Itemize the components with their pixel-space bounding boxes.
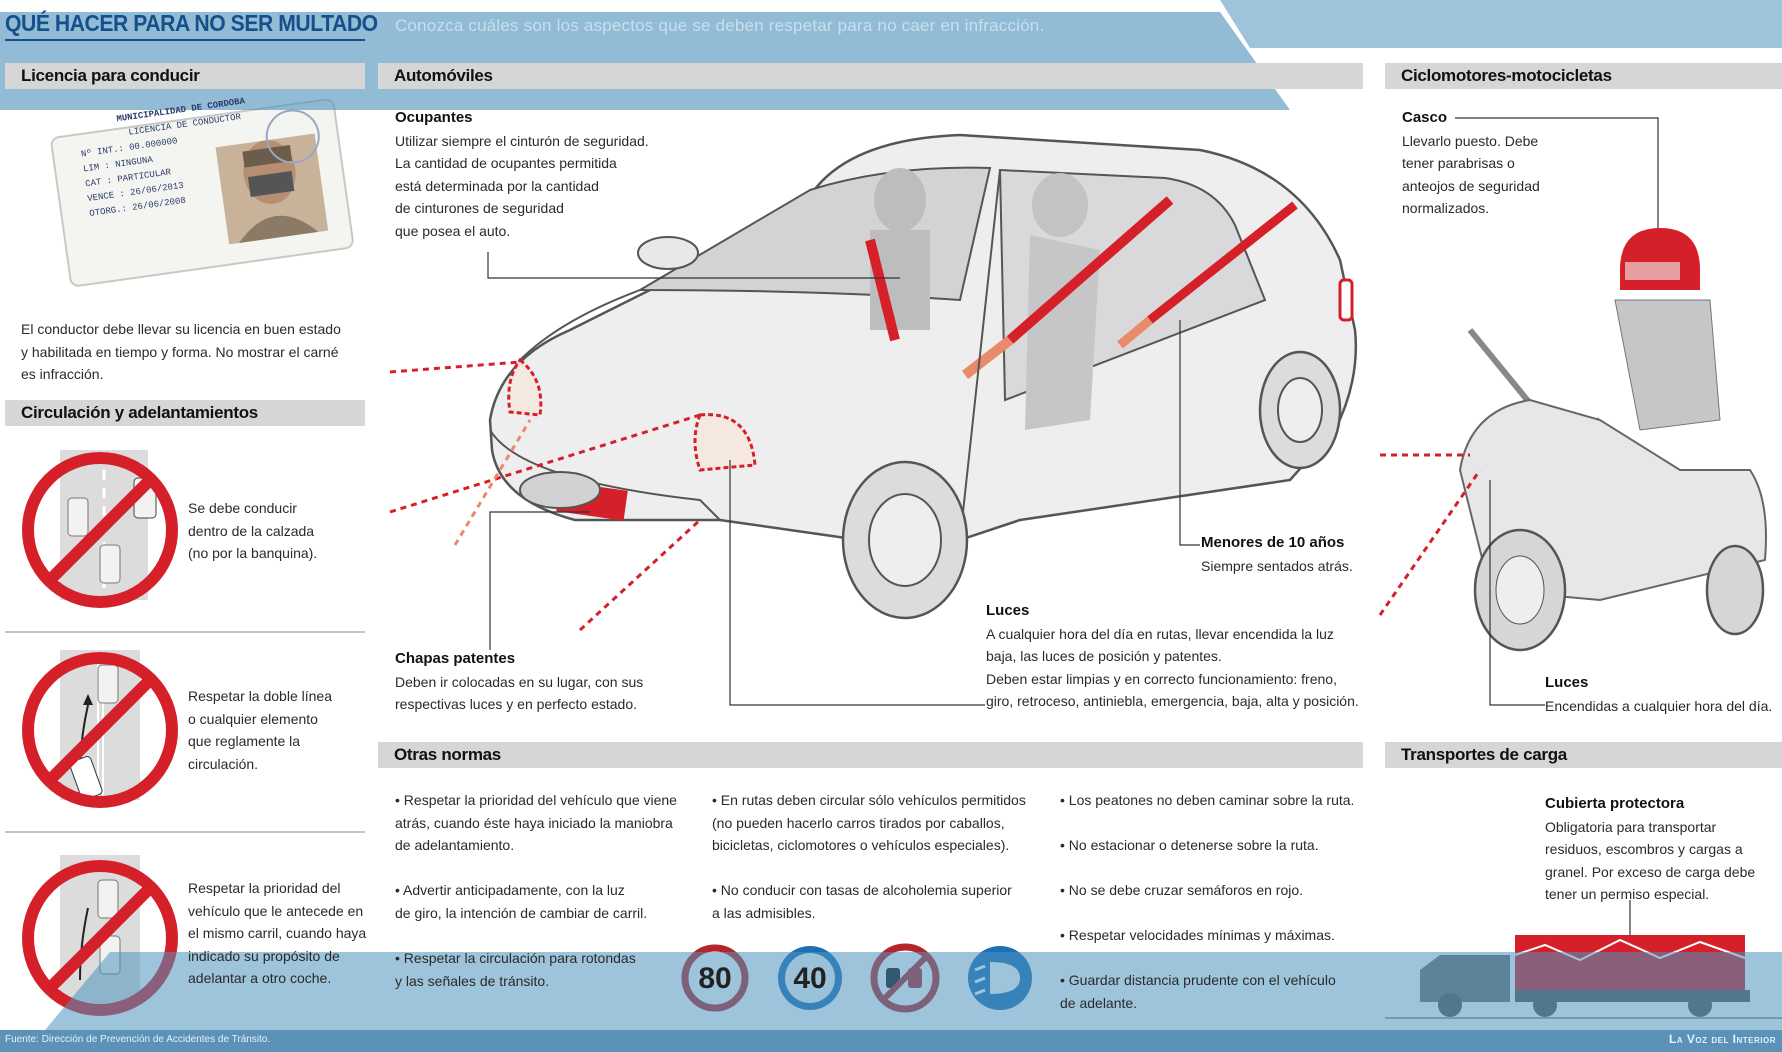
car-illustration: [389, 133, 1358, 706]
casco-title: Casco: [1402, 109, 1448, 126]
no-banquina-sign: [22, 450, 178, 608]
section-automoviles-label: Automóviles: [394, 66, 493, 85]
section-licencia-label: Licencia para conducir: [21, 66, 200, 85]
section-otras-label: Otras normas: [394, 745, 501, 764]
carga-text: Obligatoria para transportar residuos, e…: [1545, 818, 1756, 903]
section-otras-normas: Otras normas: [378, 742, 1363, 768]
norma-col3-item3: • No se debe cruzar semáforos en rojo.: [1060, 882, 1304, 898]
norma-col1-item1: • Respetar la prioridad del vehículo que…: [395, 792, 677, 853]
carga-block: Cubierta protectora Obligatoria para tra…: [1545, 793, 1755, 906]
page-subtitle: Conozca cuáles son los aspectos que se d…: [395, 16, 1045, 35]
norma-col2-item2: • No conducir con tasas de alcoholemia s…: [712, 882, 1012, 921]
section-automoviles: Automóviles: [378, 63, 1363, 89]
menores-block: Menores de 10 años Siempre sentados atrá…: [1201, 532, 1359, 577]
chapas-title: Chapas patentes: [395, 650, 516, 667]
luces-moto-title: Luces: [1545, 674, 1589, 691]
circulacion-item-1: Se debe conducir dentro de la calzada (n…: [188, 500, 318, 561]
section-ciclomotores: Ciclomotores-motocicletas: [1385, 63, 1782, 89]
menores-title: Menores de 10 años: [1201, 534, 1345, 551]
title-text: QUÉ HACER PARA NO SER MULTADO: [5, 10, 378, 36]
menores-text: Siempre sentados atrás.: [1201, 557, 1353, 574]
section-transportes: Transportes de carga: [1385, 742, 1782, 768]
footer-overlay: [110, 952, 1782, 1030]
section-circulacion-label: Circulación y adelantamientos: [21, 403, 258, 422]
header-right-overlay: [1220, 0, 1782, 48]
norma-col1-item3: • Respetar la circulación para rotondas …: [395, 950, 636, 989]
norma-col3-item2: • No estacionar o detenerse sobre la rut…: [1060, 837, 1319, 853]
moto-illustration: [1378, 117, 1767, 706]
speed-sign-80-label: 80: [698, 962, 732, 995]
doble-linea-sign: [22, 650, 178, 808]
luces-auto-text: A cualquier hora del día en rutas, lleva…: [986, 625, 1359, 710]
section-licencia: Licencia para conducir: [5, 63, 365, 89]
circulacion-item-3: Respetar la prioridad del vehículo que l…: [188, 880, 367, 986]
luces-auto-block: Luces A cualquier hora del día en rutas,…: [986, 600, 1359, 713]
norma-col2-item1: • En rutas deben circular sólo vehículos…: [712, 792, 1026, 853]
section-transportes-label: Transportes de carga: [1401, 745, 1567, 764]
circulacion-item-2: Respetar la doble línea o cualquier elem…: [188, 688, 332, 772]
luces-moto-block: Luces Encendidas a cualquier hora del dí…: [1545, 672, 1772, 717]
luces-auto-title: Luces: [986, 602, 1030, 619]
section-ciclomotores-label: Ciclomotores-motocicletas: [1401, 66, 1612, 85]
page-title: QUÉ HACER PARA NO SER MULTADO: [5, 10, 410, 41]
luces-moto-text: Encendidas a cualquier hora del día.: [1545, 697, 1773, 714]
section-circulacion: Circulación y adelantamientos: [5, 400, 365, 426]
norma-col1-item2: • Advertir anticipadamente, con la luz d…: [395, 882, 648, 921]
casco-block: Casco Llevarlo puesto. Debe tener parabr…: [1402, 107, 1540, 220]
ocupantes-block: Ocupantes Utilizar siempre el cinturón d…: [395, 107, 649, 242]
chapas-text: Deben ir colocadas en su lugar, con sus …: [395, 673, 644, 713]
speed-sign-40-label: 40: [793, 962, 827, 995]
norma-col3-item4: • Respetar velocidades mínimas y máximas…: [1060, 927, 1335, 943]
carga-title: Cubierta protectora: [1545, 795, 1685, 812]
licencia-description: El conductor debe llevar su licencia en …: [21, 321, 341, 382]
norma-col3-item1: • Los peatones no deben caminar sobre la…: [1060, 792, 1355, 808]
ocupantes-text: Utilizar siempre el cinturón de segurida…: [395, 132, 649, 239]
license-card: [50, 98, 354, 287]
footer-brand: La Voz del Interior: [1668, 1032, 1776, 1046]
ocupantes-title: Ocupantes: [395, 109, 473, 126]
casco-text: Llevarlo puesto. Debe tener parabrisas o…: [1402, 132, 1540, 217]
chapas-block: Chapas patentes Deben ir colocadas en su…: [395, 648, 643, 716]
norma-col3-item5: • Guardar distancia prudente con el vehí…: [1060, 972, 1336, 1011]
footer-source: Fuente: Dirección de Prevención de Accid…: [5, 1034, 271, 1045]
